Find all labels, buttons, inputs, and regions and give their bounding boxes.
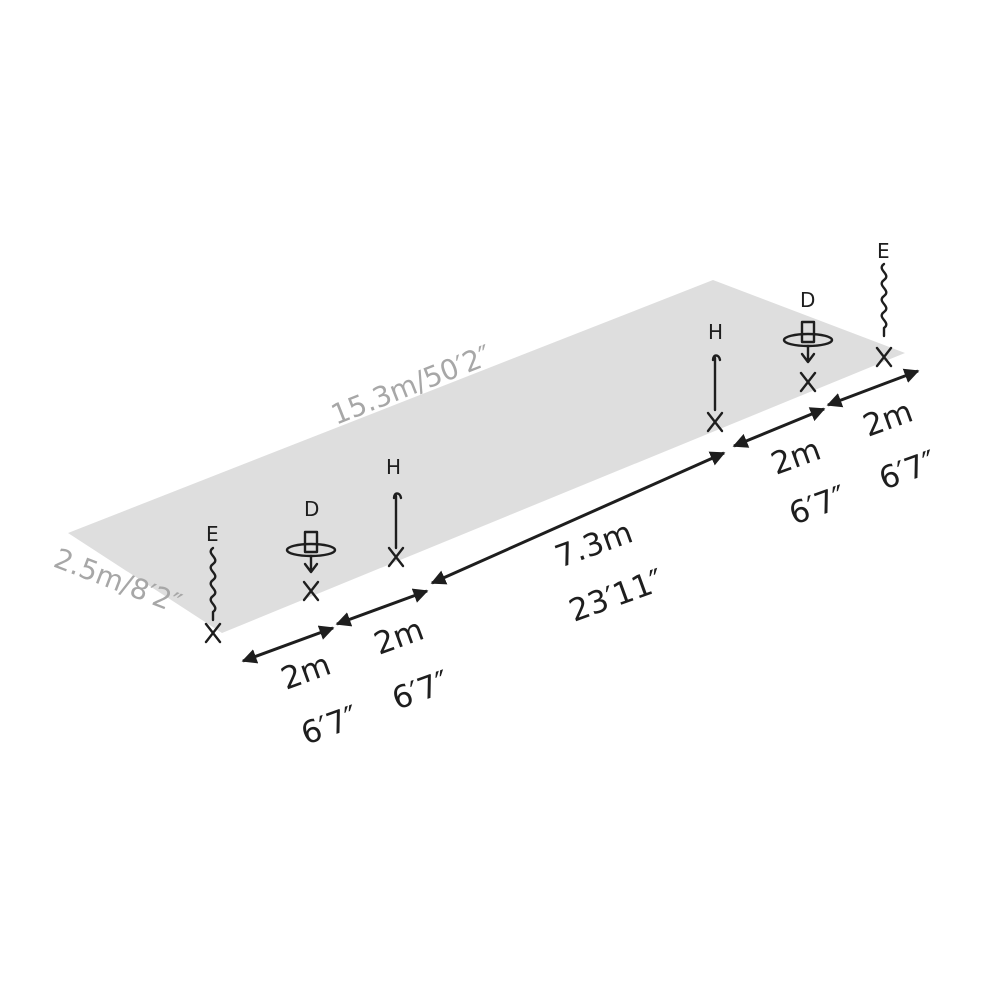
anchor-letter: H — [386, 455, 401, 479]
span-5-metric: 2m — [858, 394, 917, 445]
hook-anchor-icon — [387, 492, 405, 568]
anchor-letter: D — [800, 288, 815, 312]
anchor-letter: E — [206, 522, 219, 546]
anchor-letter: H — [708, 320, 723, 344]
span-arrow-3 — [430, 451, 726, 585]
anchor-h-right: H — [706, 320, 724, 433]
hook-anchor-icon — [706, 354, 724, 433]
span-1-metric: 2m — [276, 647, 335, 698]
span-4-imperial: 6′7″ — [784, 479, 851, 533]
anchor-d-right: D — [782, 288, 834, 393]
earth-screw-anchor-icon — [875, 262, 893, 368]
span-5-imperial: 6′7″ — [874, 444, 941, 498]
disc-anchor-icon — [782, 320, 834, 393]
anchor-d-left: D — [285, 497, 337, 602]
span-arrow-2 — [335, 588, 429, 627]
anchor-letter: D — [304, 497, 319, 521]
span-2-metric: 2m — [369, 612, 428, 663]
anchor-e-right: E — [875, 239, 893, 368]
anchor-letter: E — [877, 239, 890, 263]
span-2-imperial: 6′7″ — [387, 664, 454, 718]
span-4-metric: 2m — [766, 432, 825, 483]
span-1-imperial: 6′7″ — [296, 699, 363, 753]
earth-screw-anchor-icon — [204, 546, 222, 644]
anchor-h-left: H — [386, 455, 405, 568]
span-arrow-4 — [732, 407, 826, 448]
span-3-imperial: 23′11″ — [564, 562, 668, 629]
span-arrow-1 — [241, 625, 335, 664]
disc-anchor-icon — [285, 530, 337, 602]
anchor-e-left: E — [204, 522, 222, 644]
span-arrow-5 — [826, 368, 920, 408]
